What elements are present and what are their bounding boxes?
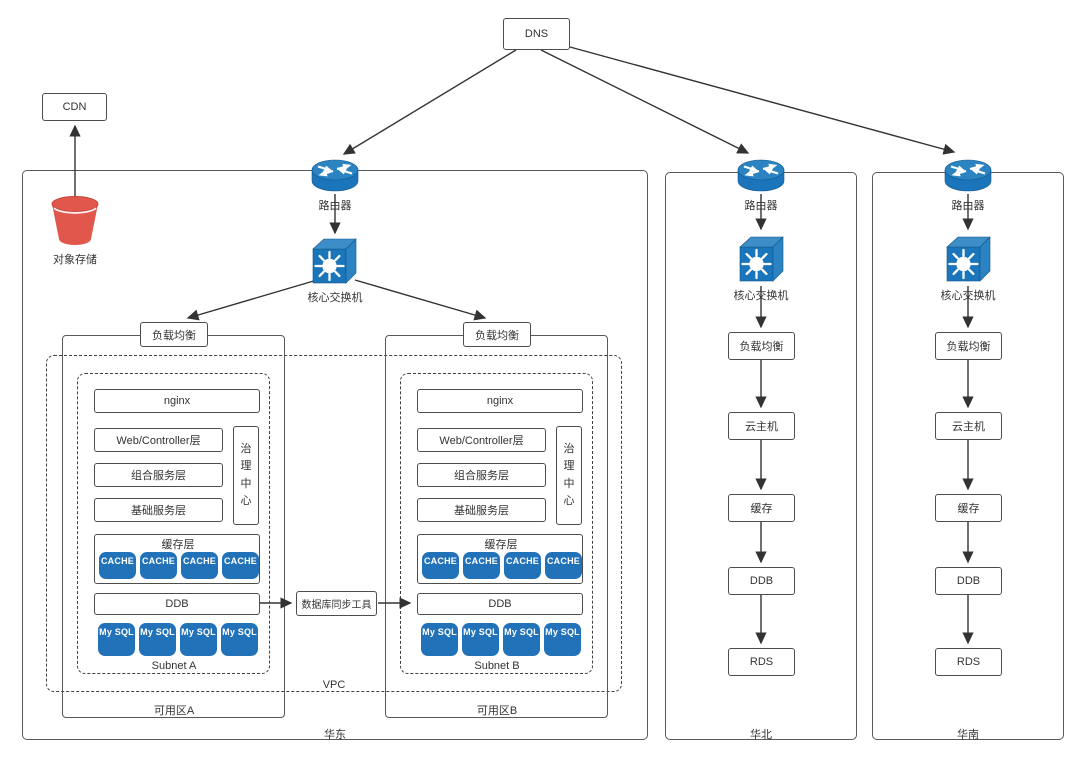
core-switch-icon — [738, 235, 785, 283]
composite-service-node: 组合服务层 — [94, 463, 223, 487]
cache-node: CACHE — [140, 552, 177, 579]
cache-node: CACHE — [463, 552, 500, 579]
nginx-node: nginx — [94, 389, 260, 413]
core-switch-icon — [311, 237, 358, 285]
ddb-node: DDB — [94, 593, 260, 615]
router-icon — [310, 157, 360, 194]
zone-a-label: 可用区A — [153, 705, 195, 717]
object-storage-label: 对象存储 — [53, 254, 97, 266]
dns-node: DNS — [503, 18, 570, 50]
core-switch-icon — [945, 235, 992, 283]
load-balancer-node: 负载均衡 — [728, 332, 795, 360]
vpc-box — [46, 355, 622, 692]
router-label: 路由器 — [951, 200, 985, 212]
load-balancer-node: 负载均衡 — [935, 332, 1002, 360]
web-controller-node: Web/Controller层 — [94, 428, 223, 452]
db-sync-tool-node: 数据库同步工具 — [296, 591, 377, 616]
zone-a-box: nginx Web/Controller层 治理中心 组合服务层 基础服务层 缓… — [62, 322, 285, 718]
cache-node: CACHE — [222, 552, 259, 579]
vpc-label: VPC — [322, 679, 346, 691]
mysql-node: My SQL — [462, 623, 499, 656]
base-service-node: 基础服务层 — [94, 498, 223, 522]
router-label: 路由器 — [318, 200, 352, 212]
rds-node: RDS — [935, 648, 1002, 676]
core-switch-label: 核心交换机 — [940, 290, 996, 302]
cache-layer-box: 缓存层 CACHE CACHE CACHE CACHE — [417, 534, 583, 584]
ddb-node: DDB — [728, 567, 795, 595]
nginx-node: nginx — [417, 389, 583, 413]
cache-layer-label: 缓存层 — [161, 539, 195, 551]
rds-node: RDS — [728, 648, 795, 676]
cdn-node: CDN — [42, 93, 107, 121]
zone-b-label: 可用区B — [476, 705, 518, 717]
ddb-node: DDB — [417, 593, 583, 615]
region-north-label: 华北 — [750, 729, 772, 741]
subnet-a-box — [77, 373, 270, 674]
zone-b-box: nginx Web/Controller层 治理中心 组合服务层 基础服务层 缓… — [385, 322, 608, 718]
mysql-node: My SQL — [421, 623, 458, 656]
cache-node: CACHE — [504, 552, 541, 579]
core-switch-label: 核心交换机 — [307, 292, 363, 304]
mysql-node: My SQL — [503, 623, 540, 656]
router-icon — [736, 157, 786, 194]
cloud-host-node: 云主机 — [935, 412, 1002, 440]
cache-node: 缓存 — [935, 494, 1002, 522]
governance-center-node: 治理中心 — [556, 426, 582, 525]
bucket-icon — [49, 195, 101, 248]
cache-node: CACHE — [99, 552, 136, 579]
load-balancer-node: 负载均衡 — [463, 322, 531, 347]
governance-center-label: 治理中心 — [563, 443, 575, 507]
cache-node: CACHE — [422, 552, 459, 579]
cache-node: CACHE — [181, 552, 218, 579]
load-balancer-node: 负载均衡 — [140, 322, 208, 347]
region-east-label: 华东 — [324, 729, 346, 741]
region-south-label: 华南 — [957, 729, 979, 741]
router-icon — [943, 157, 993, 194]
cloud-host-node: 云主机 — [728, 412, 795, 440]
cache-layer-label: 缓存层 — [484, 539, 518, 551]
cache-node: CACHE — [545, 552, 582, 579]
composite-service-node: 组合服务层 — [417, 463, 546, 487]
cache-layer-box: 缓存层 CACHE CACHE CACHE CACHE — [94, 534, 260, 584]
governance-center-label: 治理中心 — [240, 443, 252, 507]
mysql-node: My SQL — [221, 623, 258, 656]
mysql-node: My SQL — [98, 623, 135, 656]
core-switch-label: 核心交换机 — [733, 290, 789, 302]
ddb-node: DDB — [935, 567, 1002, 595]
subnet-a-label: Subnet A — [151, 660, 197, 672]
router-label: 路由器 — [744, 200, 778, 212]
subnet-b-label: Subnet B — [474, 660, 520, 672]
mysql-node: My SQL — [544, 623, 581, 656]
mysql-node: My SQL — [180, 623, 217, 656]
base-service-node: 基础服务层 — [417, 498, 546, 522]
mysql-node: My SQL — [139, 623, 176, 656]
cache-node: 缓存 — [728, 494, 795, 522]
subnet-b-box — [400, 373, 593, 674]
web-controller-node: Web/Controller层 — [417, 428, 546, 452]
governance-center-node: 治理中心 — [233, 426, 259, 525]
